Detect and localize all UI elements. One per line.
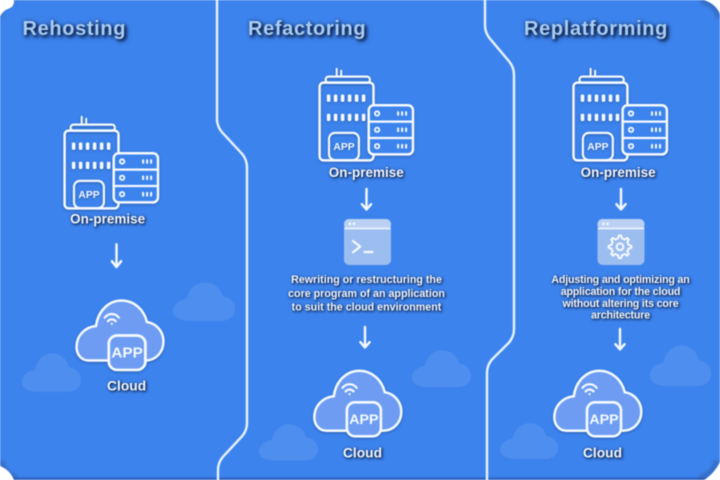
svg-text:core program of an application: core program of an application <box>288 288 445 300</box>
svg-text:Adjusting and optimizing an: Adjusting and optimizing an <box>551 274 689 286</box>
svg-text:Replatforming: Replatforming <box>524 18 668 40</box>
svg-text:architecture: architecture <box>591 310 650 322</box>
svg-text:On-premise: On-premise <box>329 165 405 180</box>
svg-text:Rewriting or restructuring the: Rewriting or restructuring the <box>291 274 442 286</box>
svg-text:application for the cloud: application for the cloud <box>561 286 681 298</box>
svg-text:without altering its core: without altering its core <box>561 298 678 310</box>
svg-text:Cloud: Cloud <box>107 379 146 394</box>
svg-text:Rehosting: Rehosting <box>23 18 127 40</box>
svg-text:Cloud: Cloud <box>343 446 382 461</box>
svg-text:On-premise: On-premise <box>581 165 657 180</box>
svg-text:to suit the cloud environment: to suit the cloud environment <box>292 302 442 314</box>
svg-text:On-premise: On-premise <box>70 212 146 227</box>
svg-text:Cloud: Cloud <box>583 446 622 461</box>
svg-text:Refactoring: Refactoring <box>248 18 366 40</box>
